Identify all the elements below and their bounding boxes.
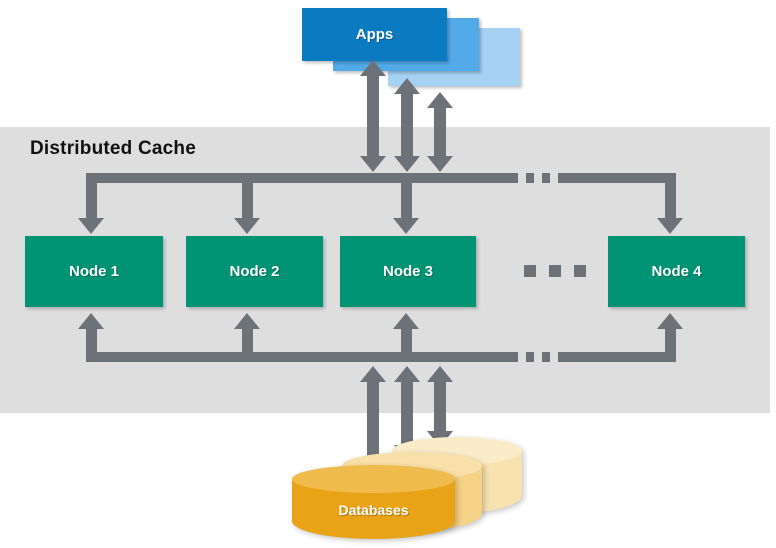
top-drop-node-4-head [657, 218, 683, 234]
database-cylinder-front[interactable]: Databases [292, 465, 455, 547]
ellipsis-dot-2 [549, 265, 561, 277]
db-arrow-3-head-up [427, 366, 453, 382]
top-drop-node-1 [86, 173, 97, 220]
bottom-up-node-1-head [78, 313, 104, 329]
apps-arrow-2-shaft [401, 92, 413, 158]
db-arrow-1-head-up [360, 366, 386, 382]
nodes-ellipsis [524, 265, 586, 277]
apps-arrow-3-head-up [427, 92, 453, 108]
bottom-up-node-2-head [234, 313, 260, 329]
apps-arrow-2-head-down [394, 156, 420, 172]
db-arrow-3-shaft [434, 380, 446, 433]
top-drop-node-2 [242, 173, 253, 220]
apps-arrow-1-head-down [360, 156, 386, 172]
top-drop-node-3-head [393, 218, 419, 234]
apps-label: Apps [355, 26, 394, 43]
bottom-up-node-3 [401, 327, 412, 362]
bottom-bus-right-segment [566, 352, 676, 362]
databases-label: Databases [338, 502, 409, 518]
top-bus-right-segment [566, 173, 676, 183]
bottom-up-node-3-head [393, 313, 419, 329]
bottom-bus-left-segment [86, 352, 510, 362]
top-bus-left-segment [86, 173, 510, 183]
apps-arrow-1-head-up [360, 60, 386, 76]
apps-arrow-2-head-up [394, 78, 420, 94]
db-arrow-1-shaft [367, 380, 379, 463]
node-box-1[interactable]: Node 1 [25, 236, 163, 307]
node-box-3[interactable]: Node 3 [340, 236, 476, 307]
apps-arrow-1-shaft [367, 74, 379, 158]
node-box-2[interactable]: Node 2 [186, 236, 323, 307]
bottom-up-node-1 [86, 327, 97, 362]
database-front-top [292, 465, 455, 493]
top-bus-dashed-segment [510, 173, 568, 183]
top-drop-node-3 [401, 173, 412, 220]
db-arrow-2-head-up [394, 366, 420, 382]
ellipsis-dot-1 [524, 265, 536, 277]
bottom-bus-dashed-segment [510, 352, 568, 362]
apps-rect-front[interactable]: Apps [302, 8, 447, 61]
bottom-up-node-4-head [657, 313, 683, 329]
apps-arrow-3-head-down [427, 156, 453, 172]
bottom-up-node-2 [242, 327, 253, 362]
top-drop-node-4 [665, 173, 676, 220]
bottom-up-node-4 [665, 327, 676, 362]
apps-arrow-3-shaft [434, 106, 446, 158]
top-drop-node-1-head [78, 218, 104, 234]
top-drop-node-2-head [234, 218, 260, 234]
db-arrow-2-shaft [401, 380, 413, 447]
ellipsis-dot-3 [574, 265, 586, 277]
distributed-cache-label: Distributed Cache [30, 138, 196, 159]
node-box-4[interactable]: Node 4 [608, 236, 745, 307]
